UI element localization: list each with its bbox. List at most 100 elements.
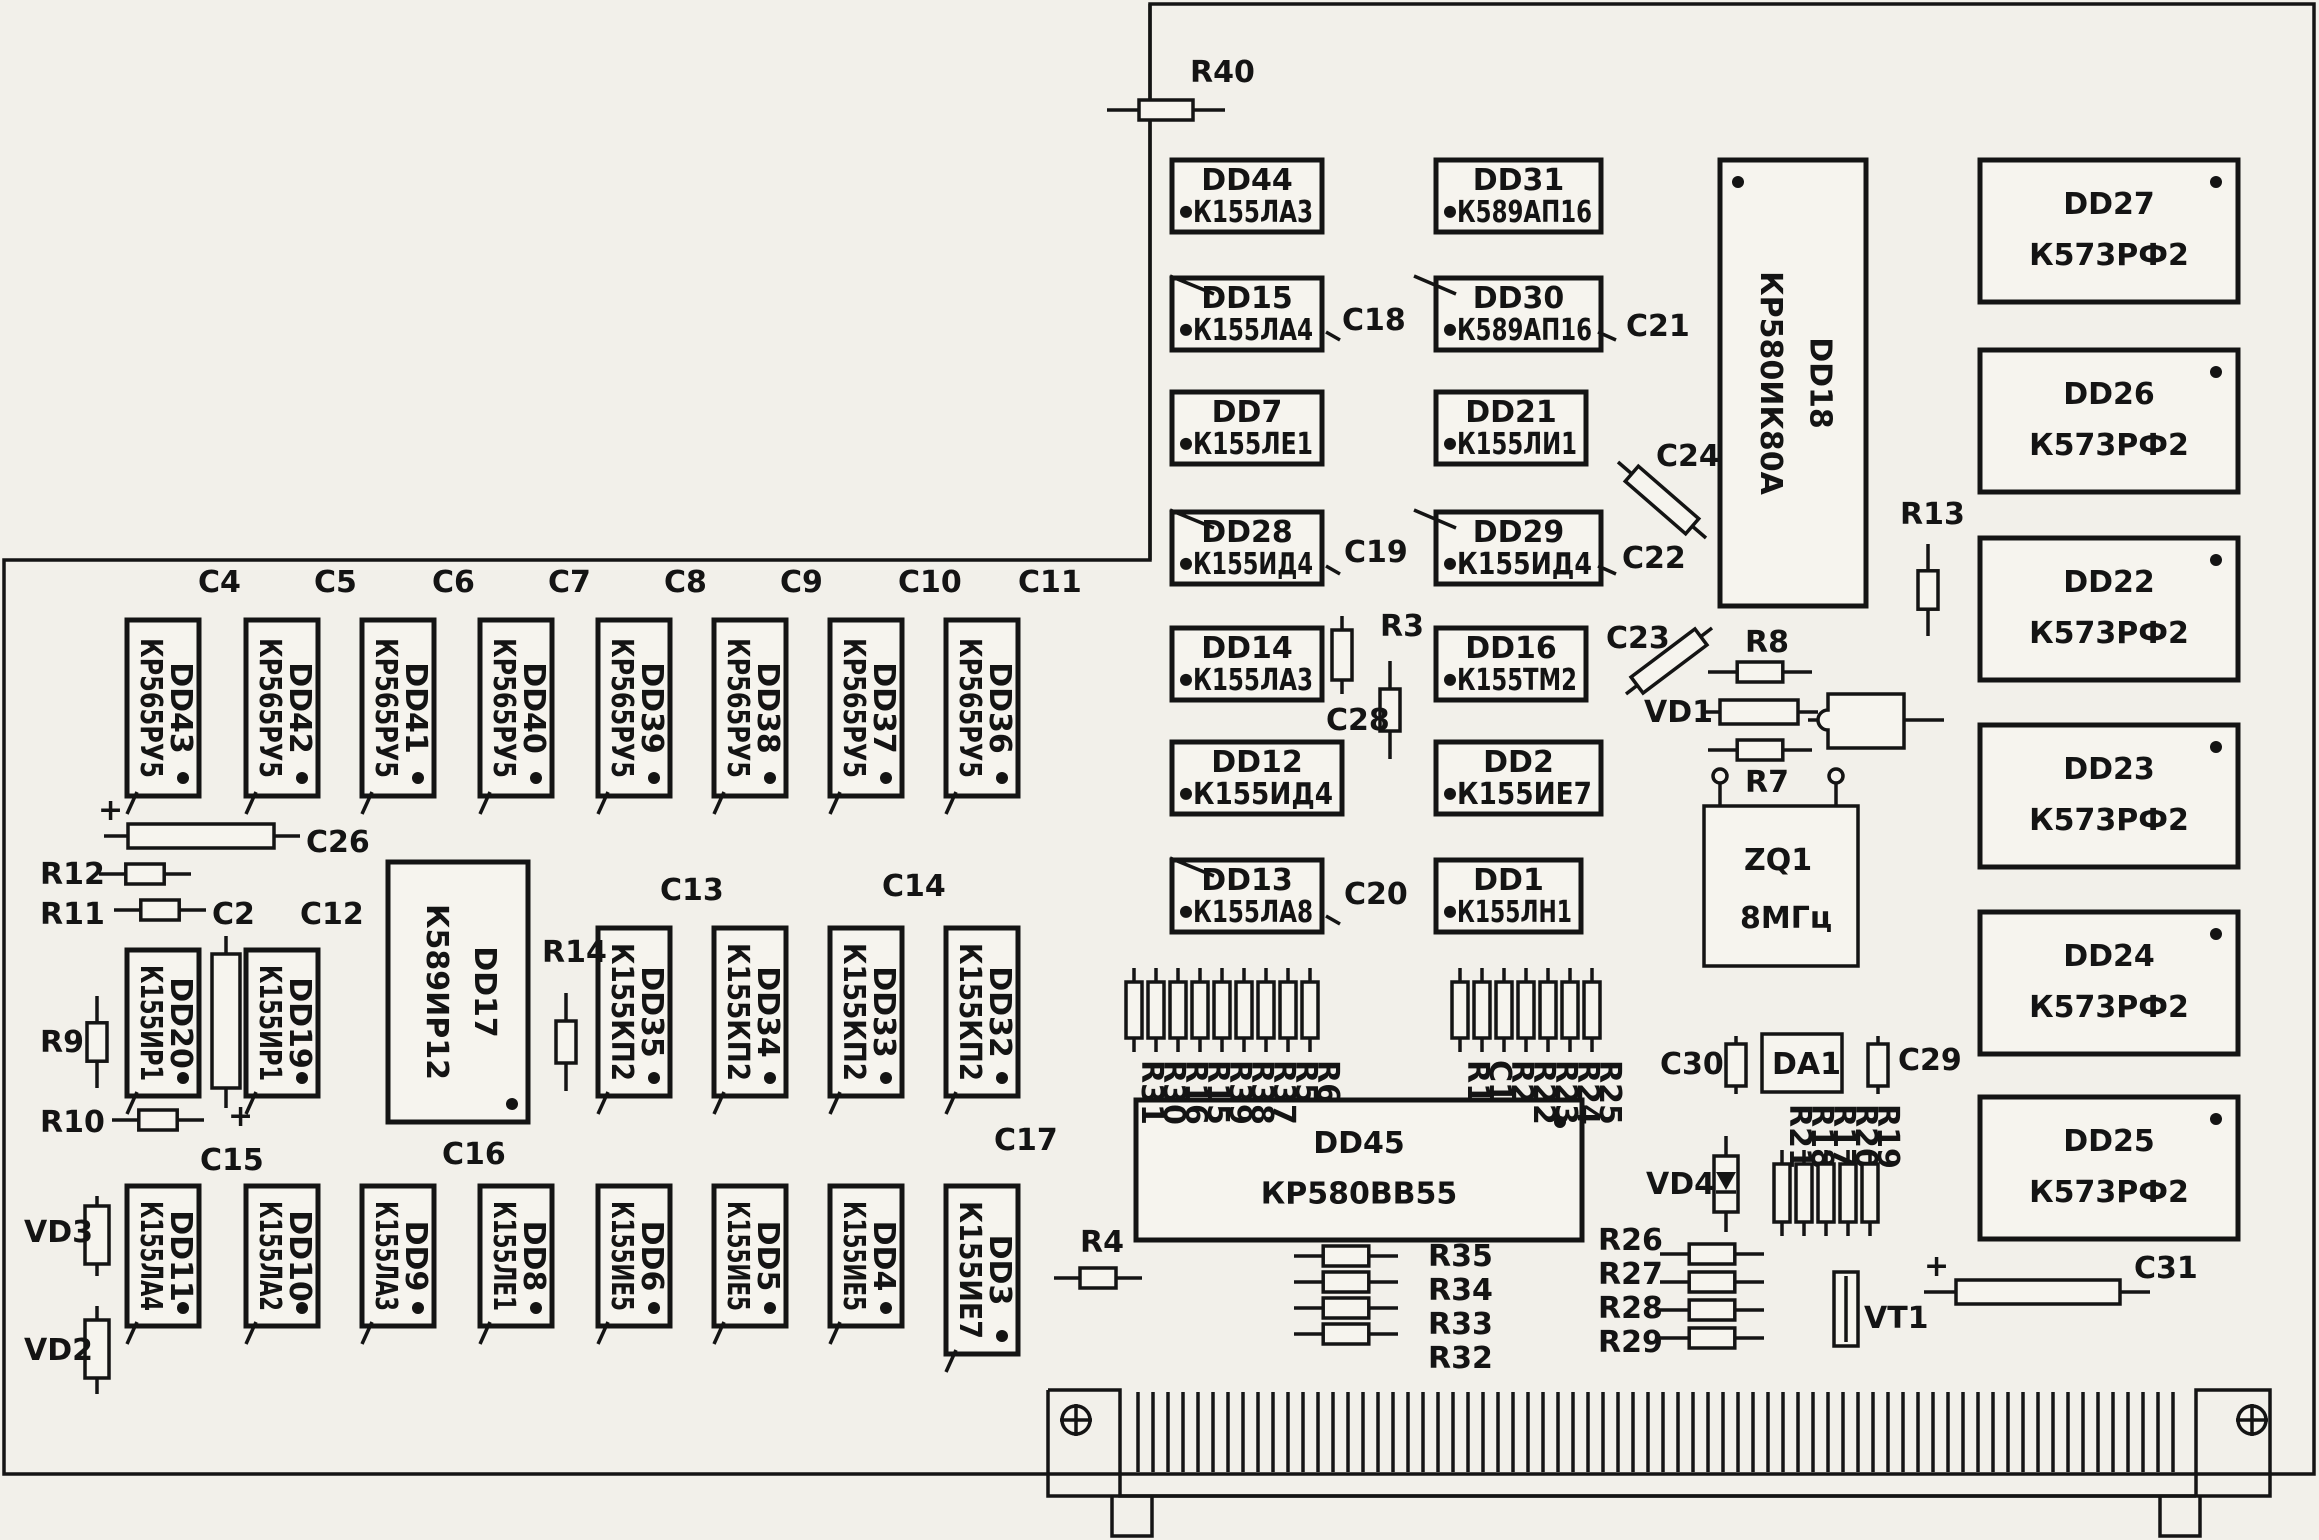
resistor-label: R35 xyxy=(1428,1239,1493,1274)
ic-type-label: КР565РУ5 xyxy=(486,638,521,778)
pin1-marker xyxy=(1554,1116,1566,1128)
ic-type-label: К589АП16 xyxy=(1457,313,1592,348)
leader-line xyxy=(828,1091,842,1115)
resistor-label: R39 xyxy=(1222,1060,1257,1125)
leader-line xyxy=(125,791,139,815)
resistor-body xyxy=(1321,1244,1371,1268)
ic-type-label: К155ЛЕ1 xyxy=(1193,427,1313,462)
leader-line xyxy=(596,1321,610,1345)
pin1-marker xyxy=(1444,323,1456,336)
resistor-label: R4 xyxy=(1080,1225,1124,1260)
ic-type-label: КР565РУ5 xyxy=(836,638,871,778)
resistor-r35: R35 xyxy=(1294,1239,1493,1274)
ic-type-label: КР565РУ5 xyxy=(604,638,639,778)
resistor-body xyxy=(1735,660,1785,684)
ic-body xyxy=(385,859,531,1125)
pin1-marker xyxy=(880,772,892,784)
ic-body xyxy=(124,617,202,799)
resistor-label: R23 xyxy=(1548,1060,1583,1125)
capacitor-label-c29: C29 xyxy=(1898,1043,1962,1078)
ic-body xyxy=(943,1183,1021,1357)
ic-type-label: КР565РУ5 xyxy=(133,638,168,778)
zq1-label: ZQ1 xyxy=(1744,843,1812,878)
resistor-body xyxy=(1378,687,1402,733)
ic-type-label: К155ИД4 xyxy=(1193,777,1333,812)
resistor-label: R15 xyxy=(1200,1060,1235,1125)
resistor-body xyxy=(1168,980,1188,1040)
ic-type-label: К155ЛА3 xyxy=(1193,663,1313,698)
ic-ref-label: DD22 xyxy=(2063,565,2155,600)
ic-ref-label: DD1 xyxy=(1473,863,1544,898)
pin1-marker xyxy=(177,1072,189,1084)
ic-body xyxy=(827,925,905,1099)
capacitor-label-c16: C16 xyxy=(442,1137,506,1172)
resistor-r10: R10 xyxy=(40,1105,204,1140)
leader-line xyxy=(478,791,492,815)
ic-body xyxy=(595,617,673,799)
leader-line xyxy=(944,1091,958,1115)
leader-line xyxy=(125,1091,139,1115)
resistor-label: R32 xyxy=(1428,1341,1493,1376)
ic-body xyxy=(1169,857,1325,935)
pin1-marker xyxy=(996,772,1008,784)
resistor-body xyxy=(1516,980,1536,1040)
pin1-marker xyxy=(412,772,424,784)
ic-ref-label: DD42 xyxy=(282,662,317,754)
resistor-body xyxy=(1078,1266,1118,1290)
capacitor-label-c12: C12 xyxy=(300,897,364,932)
vd1-label: VD1 xyxy=(1644,695,1713,730)
pin1-marker xyxy=(177,772,189,784)
ic-body xyxy=(595,925,673,1099)
ic-type-label: К155КП2 xyxy=(836,943,871,1081)
ic-type-label: К155ЛА3 xyxy=(1193,195,1313,230)
resistor-label: R22 xyxy=(1526,1060,1561,1125)
resistor-body xyxy=(1234,980,1254,1040)
leader-line xyxy=(244,1091,258,1115)
vt1-label: VT1 xyxy=(1864,1301,1929,1336)
resistor-label: R28 xyxy=(1598,1291,1663,1326)
leader-line xyxy=(944,791,958,815)
ic-ref-label: DD19 xyxy=(282,977,317,1069)
vd4-label: VD4 xyxy=(1646,1167,1715,1202)
resistor-r34: R34 xyxy=(1294,1270,1493,1308)
resistor-body xyxy=(1190,980,1210,1040)
ic-body xyxy=(1977,535,2241,683)
ic-body xyxy=(1433,625,1589,703)
resistor-body xyxy=(85,1021,109,1063)
resistor-body xyxy=(1816,1162,1836,1224)
resistor-body xyxy=(1687,1242,1737,1266)
resistor-r3: R3 xyxy=(1378,609,1424,759)
resistor-r9: R9 xyxy=(40,996,109,1088)
resistor-body xyxy=(1256,980,1276,1040)
ic-ref-label: DD33 xyxy=(866,966,901,1058)
resistor-body xyxy=(1687,1270,1737,1294)
resistor-label: R25 xyxy=(1592,1060,1627,1125)
ic-ref-label: DD29 xyxy=(1473,515,1565,550)
ic-ref-label: DD21 xyxy=(1465,395,1557,430)
ic-type-label: К155ИЕ5 xyxy=(836,1201,871,1311)
capacitor-label-c4: C4 xyxy=(198,565,241,600)
resistor-label: R19 xyxy=(1870,1104,1905,1169)
resistor-body xyxy=(137,1108,179,1132)
ic-ref-label: DD26 xyxy=(2063,377,2155,412)
resistor-label: R14 xyxy=(542,935,607,970)
ic-body xyxy=(1169,739,1345,817)
pin1-marker xyxy=(530,772,542,784)
ic-ref-label: DD31 xyxy=(1473,163,1565,198)
ic-body xyxy=(477,1183,555,1329)
ic-type-label: К155ИД4 xyxy=(1193,547,1313,582)
ic-body xyxy=(1169,275,1325,353)
pin1-marker xyxy=(1444,557,1456,570)
ic-body xyxy=(1169,625,1325,703)
resistor-label: C1 xyxy=(1482,1060,1517,1103)
ic-body xyxy=(477,617,555,799)
